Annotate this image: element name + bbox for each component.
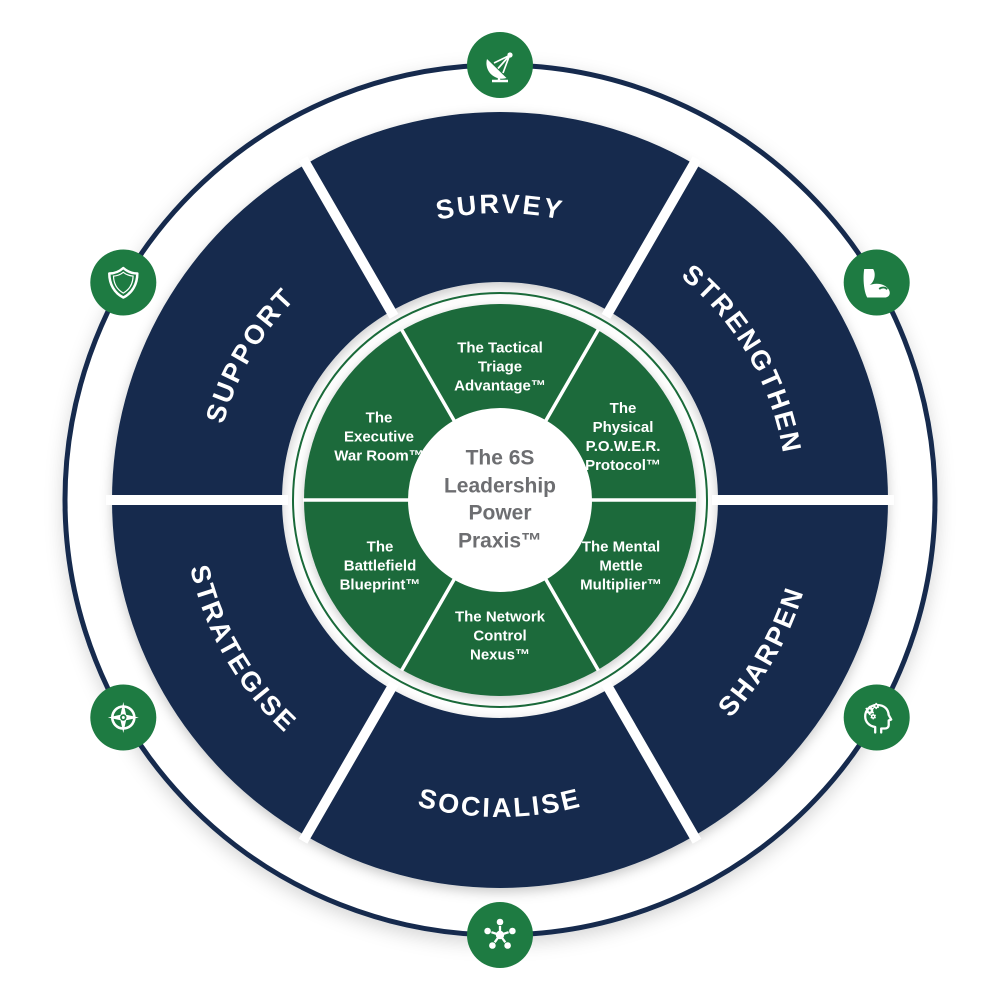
slice-label-line: Triage [477, 358, 523, 376]
slice-divider [399, 577, 457, 672]
center-title-line: The 6S [465, 446, 535, 470]
slice-label-line: Protocol™ [585, 457, 661, 475]
slice-divider [543, 328, 601, 423]
slice-label-executive-war-room: The Executive War Room™ [294, 408, 464, 465]
center-title-line: Power [468, 502, 532, 525]
head-gears-icon [864, 702, 893, 734]
center-hub-circle [408, 408, 592, 592]
slice-label-line: The Tactical [457, 339, 543, 357]
slice-label-line: The Network [454, 608, 545, 626]
slice-label-line: Executive [343, 428, 415, 446]
slice-label-line: Mettle [599, 557, 643, 575]
icon-badge-circle [843, 249, 910, 316]
center-title: The 6S Leadership Power Praxis™ [415, 445, 585, 556]
slice-label-line: Physical [592, 418, 654, 436]
icon-badge-strengthen [843, 249, 910, 316]
segment-sharpen [609, 500, 888, 836]
slice-label-line: Control [473, 627, 527, 645]
slice-label-line: Multiplier™ [580, 576, 662, 594]
slice-label-mental-mettle: The Mental Mettle Multiplier™ [536, 537, 706, 594]
slice-label-line: The [609, 399, 637, 417]
slice-divider [399, 328, 457, 423]
satellite-dish-icon [486, 52, 513, 83]
segment-strengthen [609, 164, 888, 500]
slice-label-physical-power: The Physical P.O.W.E.R. Protocol™ [538, 399, 708, 475]
slice-label-line: Advantage™ [454, 377, 546, 395]
icon-badge-circle [843, 684, 910, 751]
slice-label-network-control: The Network Control Nexus™ [415, 607, 585, 664]
icon-badge-socialise [467, 902, 533, 968]
segment-divider [298, 156, 399, 319]
slice-label-line: Nexus™ [469, 646, 531, 664]
center-title-line: Leadership [443, 474, 557, 498]
icon-badge-sharpen [843, 684, 910, 751]
bicep-icon [863, 269, 890, 298]
segment-socialise [306, 688, 694, 888]
segment-divider [601, 681, 702, 844]
slice-label-tactical-triage: The Tactical Triage Advantage™ [415, 338, 585, 395]
gear-cluster [865, 702, 880, 720]
segment-divider [298, 681, 399, 844]
icon-badge-circle [90, 249, 157, 316]
icon-badge-survey [467, 32, 533, 98]
outer-segment-group [112, 112, 888, 888]
segment-divider [601, 156, 702, 319]
segment-divider-group [106, 156, 894, 844]
segment-support [112, 164, 391, 500]
network-hub-icon [484, 918, 516, 949]
compass-icon [107, 702, 139, 733]
slice-label-line: Battlefield [343, 557, 417, 575]
slice-label-line: The Mental [581, 538, 661, 556]
shield-icon [108, 266, 139, 299]
slice-label-line: Blueprint™ [339, 576, 421, 594]
segment-survey [306, 112, 694, 312]
slice-label-line: War Room™ [334, 447, 424, 465]
slice-divider-group [303, 328, 697, 672]
segment-strategise [112, 500, 391, 836]
slice-label-battlefield-blueprint: The Battlefield Blueprint™ [295, 537, 465, 594]
slice-label-line: P.O.W.E.R. [585, 438, 661, 455]
icon-badge-support [90, 249, 157, 316]
icon-badge-group [90, 32, 910, 968]
slice-divider [543, 577, 601, 672]
inner-green-ring [292, 292, 708, 708]
icon-badge-strategise [90, 684, 157, 751]
slice-label-line: The [365, 409, 393, 427]
slice-label-line: The [366, 538, 394, 556]
center-title-line: Praxis™ [457, 529, 543, 553]
